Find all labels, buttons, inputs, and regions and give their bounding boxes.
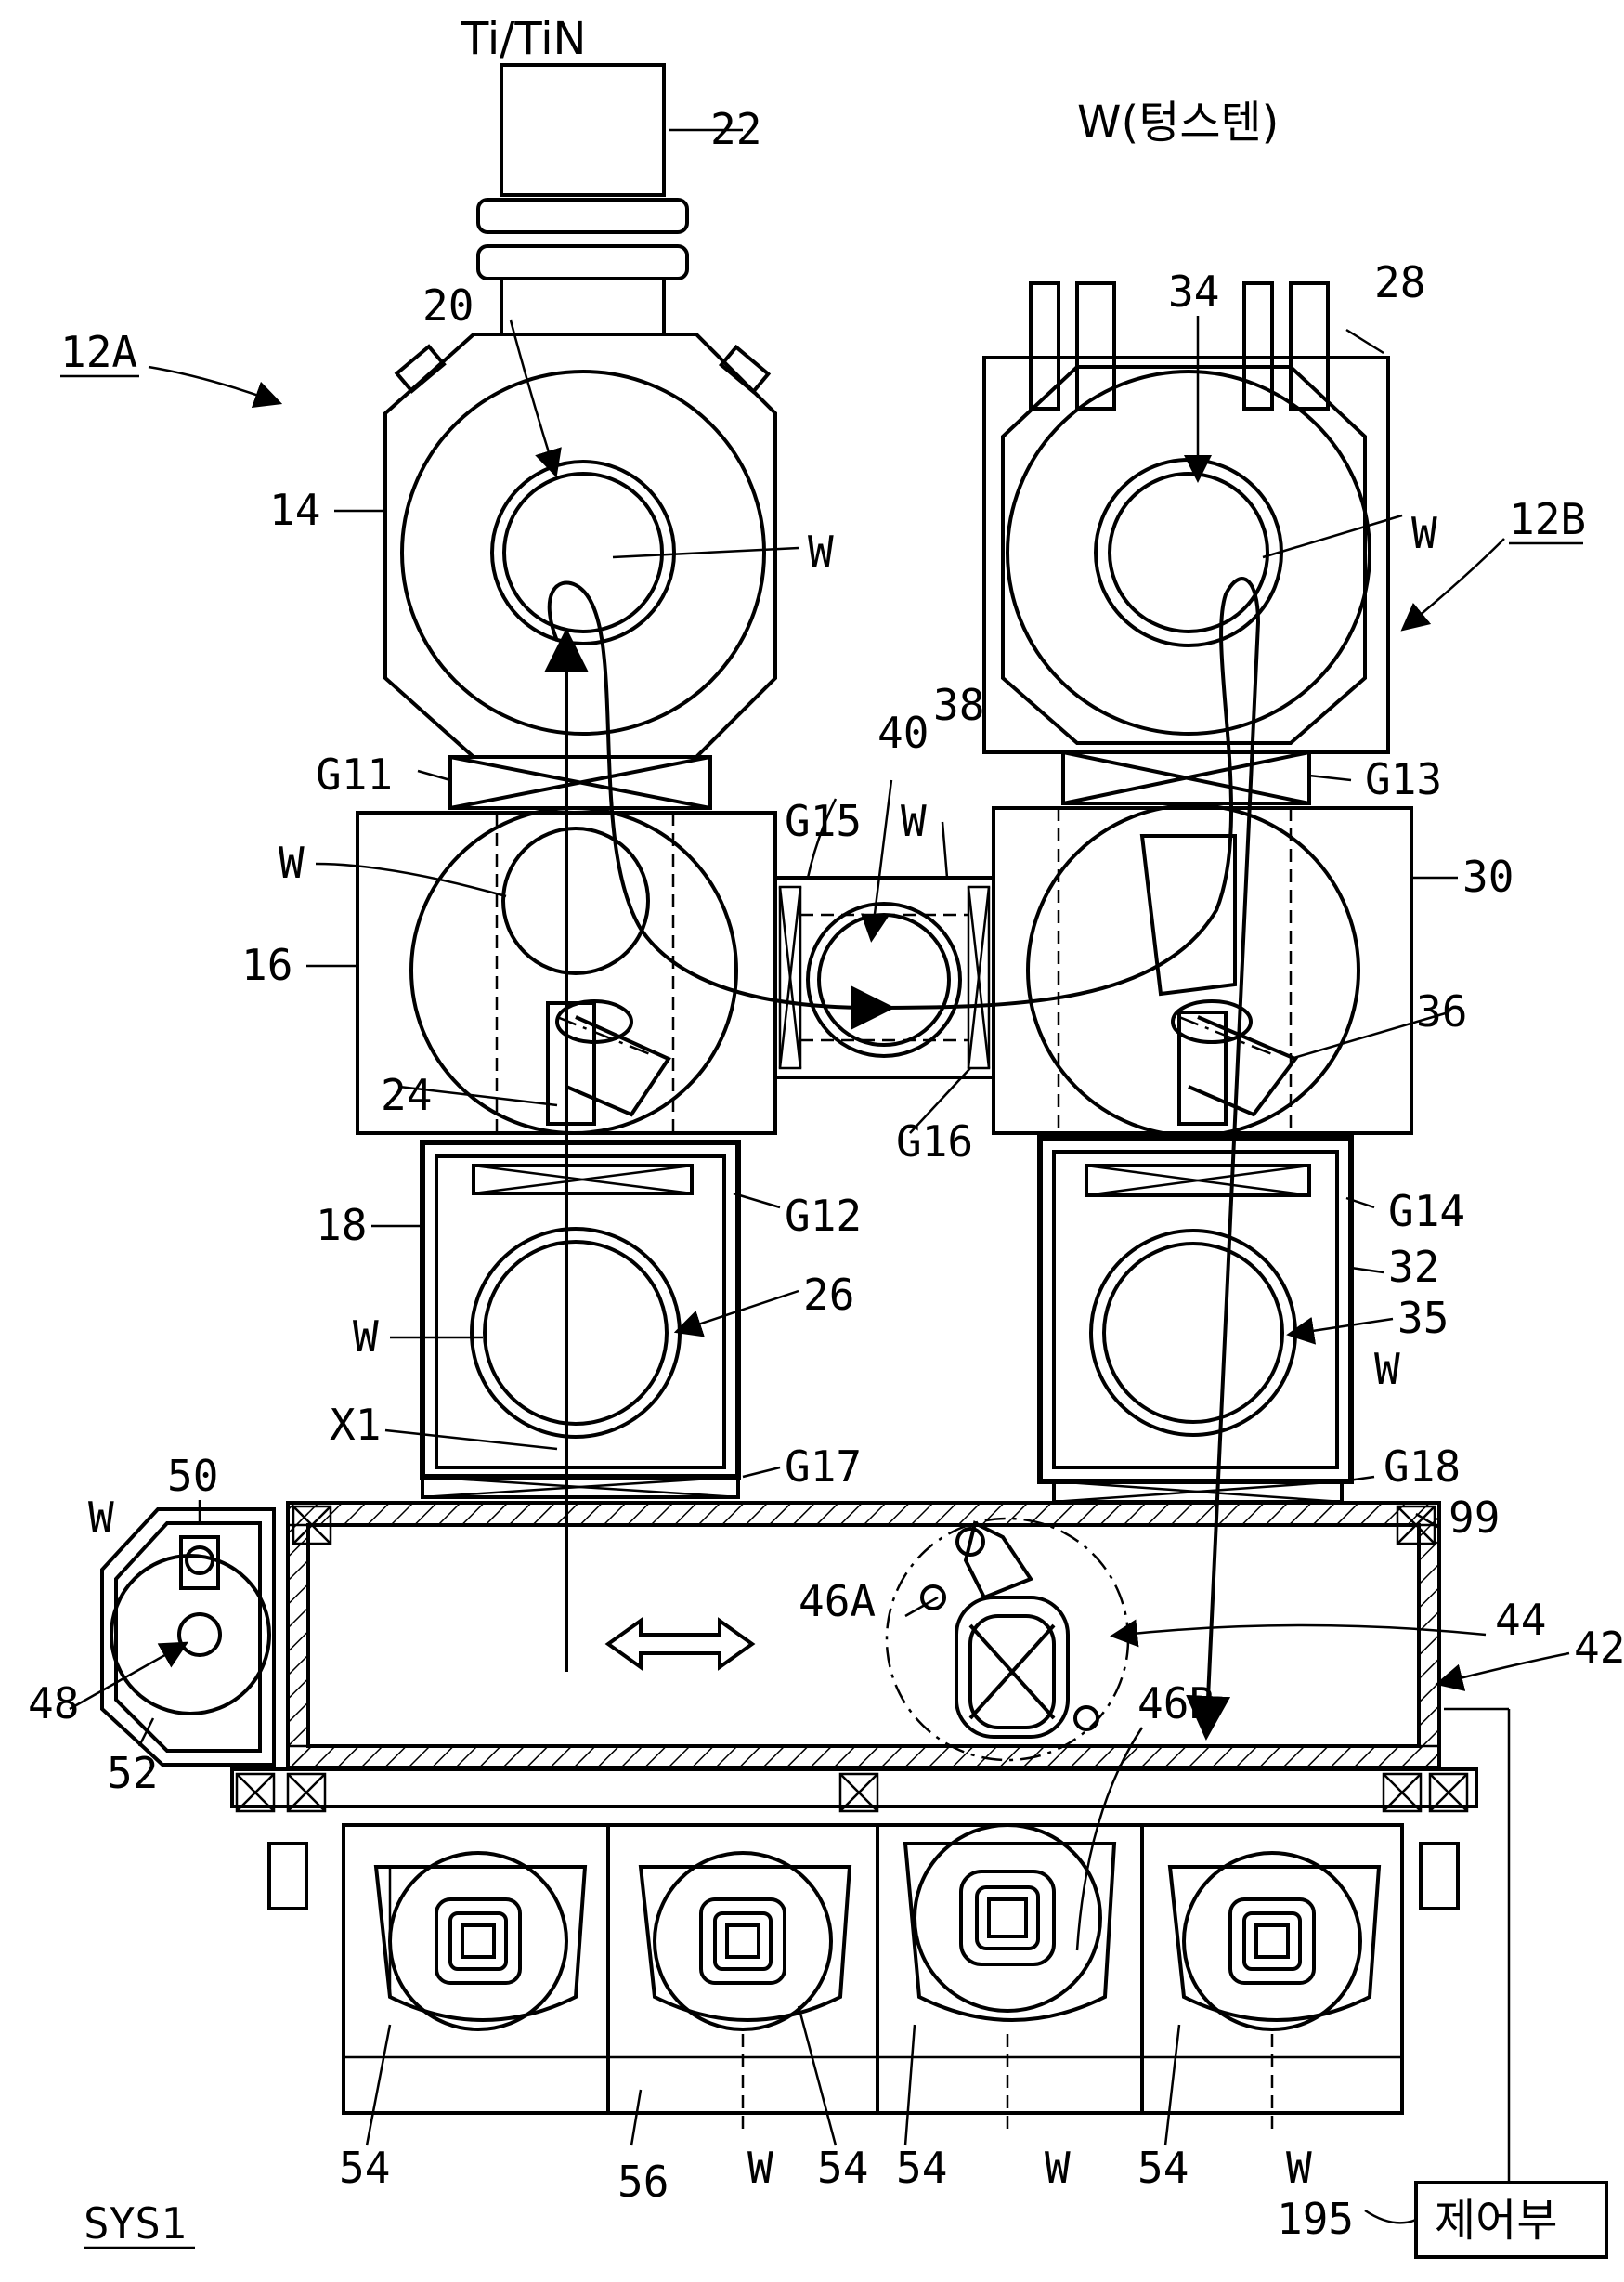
label-g17: G17 xyxy=(785,1441,862,1492)
label-54-a: 54 xyxy=(339,2143,390,2193)
label-52: 52 xyxy=(107,1748,158,1798)
label-26: 26 xyxy=(803,1270,854,1320)
label-w-18: W xyxy=(353,1311,379,1362)
buffer-chamber-38 xyxy=(775,878,994,1077)
label-195: 195 xyxy=(1277,2194,1354,2244)
label-x1: X1 xyxy=(330,1400,381,1450)
label-24: 24 xyxy=(381,1070,432,1120)
label-g15: G15 xyxy=(785,796,862,846)
label-ti-tin: Ti/TiN xyxy=(461,13,586,65)
gate-valve-g17 xyxy=(422,1477,738,1497)
control-wiring xyxy=(1416,1709,1606,2257)
label-22: 22 xyxy=(710,104,761,154)
label-50: 50 xyxy=(167,1451,218,1501)
label-14: 14 xyxy=(269,485,320,535)
label-38: 38 xyxy=(933,680,984,730)
label-controller: 제어부 xyxy=(1435,2195,1557,2247)
label-18: 18 xyxy=(316,1200,367,1250)
label-sys1: SYS1 xyxy=(84,2198,187,2249)
label-w-c3: W xyxy=(1045,2143,1071,2193)
label-34: 34 xyxy=(1168,267,1219,317)
gate-valve-g18 xyxy=(1054,1481,1342,1502)
label-g11: G11 xyxy=(316,750,393,800)
gate-valve-g11 xyxy=(450,757,710,808)
transfer-chamber-30 xyxy=(994,805,1411,1136)
label-20: 20 xyxy=(422,280,474,331)
label-w-14: W xyxy=(808,527,834,577)
label-36: 36 xyxy=(1416,986,1467,1037)
label-46a: 46A xyxy=(799,1576,876,1626)
load-lock-32 xyxy=(1040,1138,1351,1481)
label-w-c4: W xyxy=(1286,2143,1312,2193)
label-56: 56 xyxy=(617,2157,669,2207)
label-w-40: W xyxy=(901,796,927,846)
label-g12: G12 xyxy=(785,1191,862,1241)
label-g18: G18 xyxy=(1384,1441,1461,1492)
label-g14: G14 xyxy=(1388,1186,1465,1236)
label-54-b: 54 xyxy=(817,2143,868,2193)
label-w-32: W xyxy=(1374,1344,1400,1394)
process-chamber-14 xyxy=(385,65,775,757)
orienter-48 xyxy=(102,1509,274,1765)
label-w-48: W xyxy=(88,1493,114,1543)
label-g13: G13 xyxy=(1365,754,1442,804)
label-30: 30 xyxy=(1462,852,1514,902)
label-46b: 46B xyxy=(1137,1678,1215,1728)
label-42: 42 xyxy=(1574,1623,1624,1673)
label-44: 44 xyxy=(1495,1595,1546,1645)
label-48: 48 xyxy=(28,1678,79,1728)
label-w-c2: W xyxy=(747,2143,773,2193)
load-lock-18 xyxy=(422,1142,738,1477)
label-w-28: W xyxy=(1411,508,1437,558)
label-g16: G16 xyxy=(896,1116,973,1167)
process-chamber-28 xyxy=(984,283,1388,752)
label-w-16: W xyxy=(279,838,305,888)
label-40: 40 xyxy=(877,708,929,758)
gate-valve-g13 xyxy=(1063,752,1309,803)
label-32: 32 xyxy=(1388,1242,1439,1292)
label-54-c: 54 xyxy=(896,2143,947,2193)
cassette-stage-56 xyxy=(232,1769,1476,2136)
label-99: 99 xyxy=(1449,1493,1500,1543)
label-54-d: 54 xyxy=(1137,2143,1189,2193)
label-35: 35 xyxy=(1397,1293,1449,1343)
label-12a: 12A xyxy=(60,327,137,377)
label-tungsten: W(텅스텐) xyxy=(1077,97,1279,149)
loader-chamber-42 xyxy=(288,1503,1439,1768)
label-12b: 12B xyxy=(1509,494,1586,544)
label-28: 28 xyxy=(1374,257,1425,307)
label-16: 16 xyxy=(241,940,292,990)
